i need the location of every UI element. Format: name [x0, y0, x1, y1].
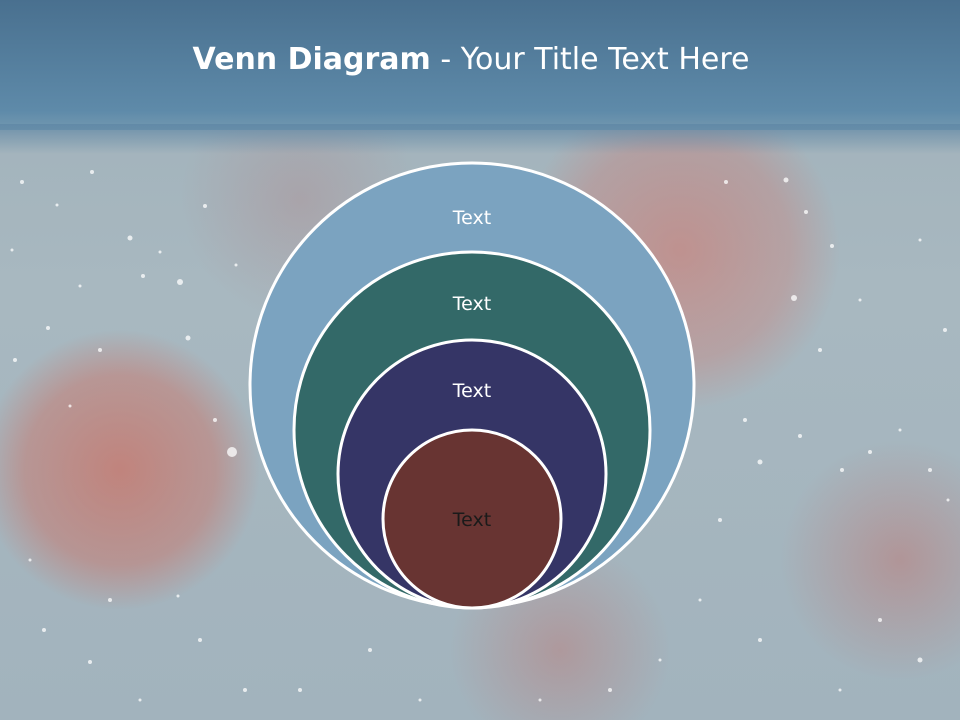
- venn-circle-outer-label: Text: [452, 207, 491, 229]
- header-fade: [0, 124, 960, 154]
- slide-header: [0, 0, 960, 130]
- venn-circle-inner-label: Text: [452, 509, 491, 531]
- slide-title: Venn Diagram - Your Title Text Here: [0, 42, 942, 77]
- venn-circle-second-label: Text: [452, 293, 491, 315]
- title-rest: - Your Title Text Here: [430, 42, 750, 77]
- venn-circle-inner[interactable]: [381, 428, 563, 610]
- venn-circle-third-label: Text: [452, 380, 491, 402]
- title-bold: Venn Diagram: [192, 42, 431, 77]
